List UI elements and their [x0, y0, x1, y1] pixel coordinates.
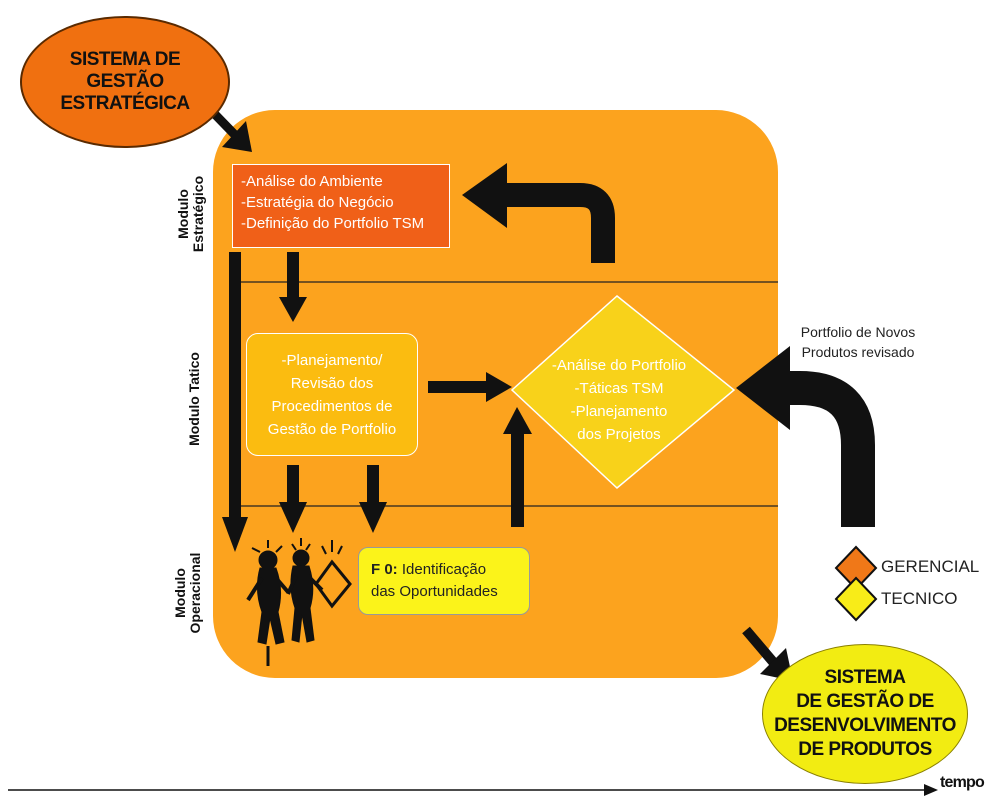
legend-tecnico-icon — [834, 576, 878, 622]
tactic-planning-box: -Planejamento/ Revisão dos Procedimentos… — [246, 333, 418, 456]
arrow-strategic-to-tactic — [279, 252, 307, 322]
module-strategic-label: Modulo Estratégico — [175, 175, 206, 253]
tactic-planning-text: -Planejamento/ Revisão dos Procedimentos… — [267, 351, 397, 438]
strategic-activity: -Estratégia do Negócio — [241, 194, 394, 211]
strategic-activities-box: -Análise do Ambiente -Estratégia do Negó… — [232, 164, 450, 248]
arrow-f0-to-diamond — [503, 407, 532, 527]
f0-prefix: F 0: — [371, 561, 398, 578]
strategic-activity: -Definição do Portfolio TSM — [241, 215, 425, 232]
f0-line1: Identificação — [397, 561, 487, 578]
product-development-system: SISTEMA DE GESTÃO DE DESENVOLVIMENTO DE … — [762, 644, 968, 784]
arrow-strategic-to-operational-long — [222, 252, 248, 552]
portfolio-diamond — [510, 295, 736, 490]
module-tactic-label: Modulo Tatico — [186, 352, 202, 446]
arrow-tactic-to-figures — [279, 465, 307, 533]
module-operational-wrap: Modulo Operacional — [136, 553, 246, 634]
revised-portfolio-label: Portfolio de Novos Produtos revisado — [800, 324, 916, 360]
module-operational-label: Modulo Operacional — [172, 552, 203, 634]
arrow-revised-portfolio-to-diamond — [736, 346, 875, 527]
people-figures-icon — [246, 538, 352, 666]
arrow-tactic-to-f0 — [359, 465, 387, 533]
product-development-system-label: SISTEMA DE GESTÃO DE DESENVOLVIMENTO DE … — [774, 667, 956, 760]
f0-opportunity-box: F 0: Identificação das Oportunidades — [358, 547, 530, 615]
legend-tecnico-label: TECNICO — [881, 589, 958, 608]
strategic-activity: -Análise do Ambiente — [241, 173, 383, 190]
strategic-management-system: SISTEMA DE GESTÃO ESTRATÉGICA — [20, 16, 230, 148]
strategic-management-system-label: SISTEMA DE GESTÃO ESTRATÉGICA — [60, 49, 190, 114]
time-axis-label: tempo — [940, 774, 985, 791]
portfolio-analysis-text-wrap: -Análise do Portfolio -Táticas TSM -Plan… — [530, 350, 708, 450]
arrow-diamond-to-strategic — [462, 163, 615, 263]
f0-line2: das Oportunidades — [371, 583, 498, 600]
time-axis-arrow — [8, 784, 938, 796]
module-tactic-wrap: Modulo Tatico — [136, 352, 256, 446]
portfolio-analysis-text: -Análise do Portfolio -Táticas TSM -Plan… — [551, 357, 687, 443]
arrow-tactic-to-diamond — [428, 372, 512, 402]
module-strategic-wrap: Modulo Estratégico — [149, 176, 239, 252]
legend-gerencial-label: GERENCIAL — [881, 557, 980, 576]
